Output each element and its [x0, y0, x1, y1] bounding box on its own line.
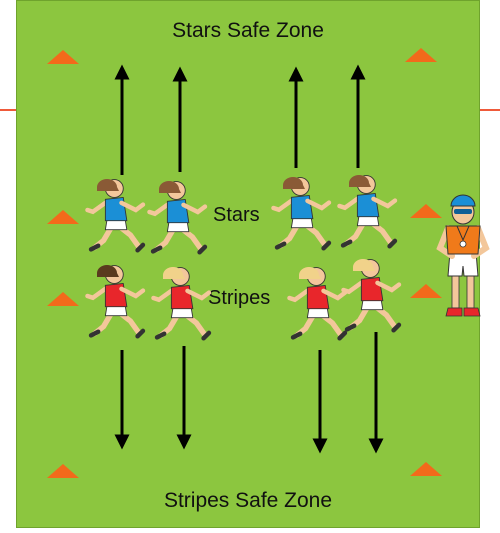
player-hair	[97, 265, 119, 277]
cone	[47, 50, 79, 64]
coach	[436, 194, 490, 317]
player-hair	[97, 179, 119, 191]
cone	[410, 204, 442, 218]
stars-group-label: Stars	[213, 204, 260, 226]
cone	[47, 210, 79, 224]
top-safe-zone-label: Stars Safe Zone	[172, 19, 324, 42]
cone	[410, 462, 442, 476]
player-hair	[353, 259, 375, 271]
cone	[405, 48, 437, 62]
cone	[410, 284, 442, 298]
cone	[47, 464, 79, 478]
player-hair	[163, 267, 185, 279]
player-hair	[159, 181, 181, 193]
playing-field: Stars Safe Zone Stripes Safe Zone Stars …	[16, 0, 480, 528]
bottom-safe-zone-label: Stripes Safe Zone	[163, 489, 333, 512]
boundary-line-left	[0, 109, 16, 111]
stripes-group-label: Stripes	[208, 287, 271, 309]
player-hair	[349, 175, 371, 187]
player-hair	[283, 177, 305, 189]
cone	[47, 292, 79, 306]
boundary-line-right	[480, 109, 500, 111]
player-hair	[299, 267, 321, 279]
